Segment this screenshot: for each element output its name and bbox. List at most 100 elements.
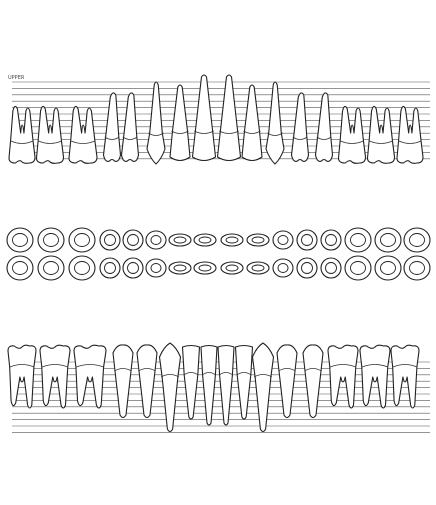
occlusal-inner-ring: [351, 234, 366, 247]
tooth-outline: [147, 82, 165, 164]
occlusal-inner-ring: [44, 234, 59, 247]
tooth-outline: [316, 93, 333, 161]
occlusal-inner-ring: [128, 235, 139, 246]
occlusal-molar-2: [38, 228, 64, 252]
tooth-outline: [104, 93, 121, 161]
occlusal-inner-ring: [174, 237, 186, 243]
tooth-outline: [328, 345, 358, 408]
upper-incisor-8: [193, 75, 216, 161]
tooth-outline: [360, 345, 390, 408]
upper-canine-11: [266, 82, 284, 164]
lower-canine-6: [160, 343, 181, 432]
occlusal-molar-3: [69, 228, 95, 252]
occlusal-incisor-10: [247, 234, 269, 246]
occlusal-inner-ring: [13, 234, 28, 247]
lower-arch: [8, 343, 419, 432]
upper-premolar-13: [316, 93, 333, 161]
lower-incisor-10: [236, 346, 253, 420]
tooth-outline: [397, 106, 423, 163]
occlusal-molar-14: [345, 228, 371, 252]
lower-molar-2: [40, 345, 70, 408]
tooth-outline: [292, 93, 309, 161]
tooth-outline: [160, 343, 181, 432]
lower-molar-1: [8, 345, 36, 408]
occlusal-molar-3: [69, 256, 95, 280]
upper-incisor-10: [242, 85, 262, 161]
occlusal-inner-ring: [351, 262, 366, 275]
upper-molar-14: [339, 106, 366, 163]
occlusal-premolar-13: [321, 258, 341, 278]
occlusal-inner-ring: [174, 265, 186, 271]
occlusal-inner-ring: [75, 234, 90, 247]
lower-molar-15: [360, 345, 390, 408]
upper-incisor-9: [218, 75, 241, 161]
occlusal-inner-ring: [151, 264, 161, 273]
lower-molar-16: [391, 345, 419, 408]
occlusal-premolar-12: [297, 230, 317, 250]
occlusal-row-upper: [7, 228, 430, 252]
occlusal-incisor-9: [221, 234, 243, 246]
tooth-outline: [170, 85, 190, 161]
occlusal-premolar-5: [123, 230, 143, 250]
upper-molar-16: [397, 106, 423, 163]
tooth-outline: [37, 106, 64, 163]
upper-molar-2: [37, 106, 64, 163]
occlusal-molar-16: [404, 228, 430, 252]
occlusal-molar-1: [7, 228, 33, 252]
upper-molar-15: [368, 106, 395, 163]
occlusal-inner-ring: [278, 236, 288, 245]
occlusal-incisor-8: [194, 234, 216, 246]
occlusal-inner-ring: [381, 234, 396, 247]
upper-canine-6: [147, 82, 165, 164]
occlusal-molar-15: [375, 228, 401, 252]
tooth-outline: [122, 93, 139, 161]
occlusal-premolar-5: [123, 258, 143, 278]
corner-label: UPPER: [8, 75, 25, 81]
occlusal-inner-ring: [44, 262, 59, 275]
occlusal-premolar-4: [100, 258, 120, 278]
upper-premolar-4: [104, 93, 121, 161]
occlusal-inner-ring: [381, 262, 396, 275]
occlusal-row-lower: [7, 256, 430, 280]
occlusal-premolar-4: [100, 230, 120, 250]
upper-molar-1: [9, 106, 35, 163]
lower-molar-3: [74, 345, 106, 408]
occlusal-inner-ring: [226, 237, 238, 243]
occlusal-canine-6: [146, 231, 166, 249]
occlusal-inner-ring: [252, 237, 264, 243]
tooth-outline: [69, 106, 97, 163]
occlusal-molar-2: [38, 256, 64, 280]
tooth-outline: [266, 82, 284, 164]
occlusal-premolar-12: [297, 258, 317, 278]
occlusal-canine-11: [273, 259, 293, 277]
tooth-outline: [253, 343, 274, 432]
occlusal-canine-11: [273, 231, 293, 249]
occlusal-inner-ring: [105, 235, 116, 246]
occlusal-inner-ring: [151, 236, 161, 245]
occlusal-incisor-7: [169, 234, 191, 246]
tooth-outline: [236, 346, 253, 420]
lower-incisor-7: [183, 346, 200, 420]
tooth-outline: [193, 75, 216, 161]
upper-premolar-12: [292, 93, 309, 161]
tooth-outline: [391, 345, 419, 408]
upper-premolar-5: [122, 93, 139, 161]
tooth-outline: [183, 346, 200, 420]
occlusal-premolar-13: [321, 230, 341, 250]
lower-canine-11: [253, 343, 274, 432]
upper-molar-3: [69, 106, 97, 163]
occlusal-incisor-9: [221, 262, 243, 274]
occlusal-inner-ring: [326, 263, 337, 274]
occlusal-incisor-8: [194, 262, 216, 274]
tooth-outline: [242, 85, 262, 161]
occlusal-inner-ring: [410, 262, 425, 275]
occlusal-inner-ring: [199, 237, 211, 243]
lower-molar-14: [328, 345, 358, 408]
occlusal-inner-ring: [410, 234, 425, 247]
tooth-outline: [9, 106, 35, 163]
tooth-outline: [74, 345, 106, 408]
occlusal-molar-15: [375, 256, 401, 280]
occlusal-view: [7, 228, 430, 280]
occlusal-inner-ring: [226, 265, 238, 271]
